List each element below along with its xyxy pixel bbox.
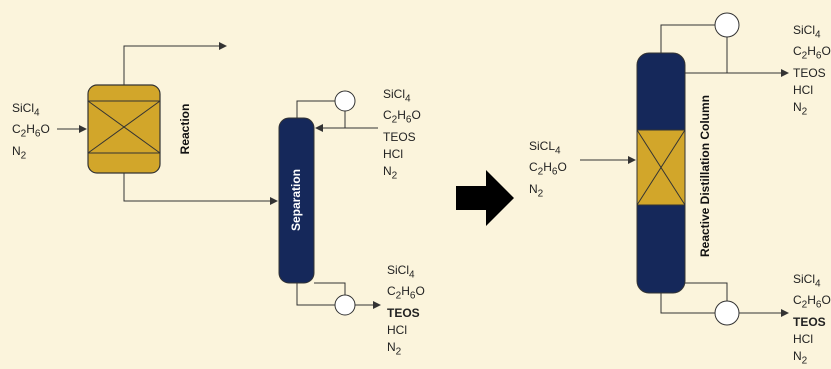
reactor-vessel — [87, 84, 161, 174]
sep-top-teos: TEOS — [383, 129, 416, 144]
separation-reboiler — [334, 294, 356, 316]
rdc-top-sicl4: SiCl4 — [793, 23, 821, 41]
feed-left-ethanol: C2H6O — [12, 122, 50, 140]
sep-bottom-hcl: HCl — [387, 322, 407, 337]
diagram-canvas: Reaction Separation Reactive Distillatio… — [57, 12, 789, 326]
sep-bottom-teos: TEOS — [387, 305, 420, 320]
transition-arrow — [456, 170, 514, 226]
rdc-bottom-hcl: HCl — [793, 331, 813, 346]
rdc-top-labels: SiCl4 C2H6O TEOS HCl N2 — [793, 22, 831, 120]
feed-left-sicl4: SiCl4 — [12, 101, 40, 119]
rdc-label: Reactive Distillation Column — [698, 95, 712, 257]
rdc-condenser — [714, 12, 740, 38]
rdc-bottom-n2: N2 — [793, 348, 808, 367]
sep-bottom-ethanol: C2H6O — [387, 284, 425, 302]
reactive-zone — [636, 129, 686, 206]
rdc-bottom-ethanol: C2H6O — [793, 293, 831, 311]
sep-top-hcl: HCl — [383, 146, 403, 161]
reactor-vent-line — [123, 42, 227, 85]
process-diagram: Reaction Separation Reactive Distillatio… — [12, 12, 831, 366]
rdc-bottom-sicl4: SiCl4 — [793, 272, 821, 290]
feed-right-labels: SiCL4 C2H6O N2 — [529, 138, 567, 202]
feed-right-sicl4: SiCL4 — [529, 139, 561, 157]
sep-top-n2: N2 — [383, 163, 398, 182]
sep-top-sicl4: SiCl4 — [383, 87, 411, 105]
sep-top-ethanol: C2H6O — [383, 108, 421, 126]
feed-right-ethanol: C2H6O — [529, 160, 567, 178]
separation-boilup-line — [314, 282, 346, 295]
rdc-top-n2: N2 — [793, 99, 808, 118]
reactor-to-separation-line — [123, 173, 278, 205]
rdc-bottom-labels: SiCl4 C2H6O TEOS HCl N2 — [793, 271, 831, 369]
rdc-top-hcl: HCl — [793, 82, 813, 97]
rdc-top-ethanol: C2H6O — [793, 44, 831, 62]
rdc-boilup-line — [685, 282, 728, 301]
sep-bottom-labels: SiCl4 C2H6O TEOS HCl N2 — [387, 262, 425, 360]
rdc-bottoms-line — [660, 293, 715, 314]
rdc-reboiler — [714, 300, 740, 326]
rdc-top-teos: TEOS — [793, 65, 826, 80]
separation-condenser — [334, 90, 356, 112]
separation-label: Separation — [289, 169, 303, 231]
separation-overhead-line — [296, 100, 335, 118]
feed-left-n2: N2 — [12, 143, 27, 162]
sep-bottom-sicl4: SiCl4 — [387, 263, 415, 281]
rdc-bottom-teos: TEOS — [793, 314, 826, 329]
separation-bottoms-line — [296, 283, 335, 306]
reaction-label: Reaction — [178, 104, 192, 155]
feed-right-n2: N2 — [529, 181, 544, 200]
sep-bottom-n2: N2 — [387, 339, 402, 358]
feed-left-labels: SiCl4 C2H6O N2 — [12, 100, 50, 164]
rdc-overhead-line — [660, 24, 715, 53]
sep-top-labels: SiCl4 C2H6O TEOS HCl N2 — [383, 86, 421, 184]
